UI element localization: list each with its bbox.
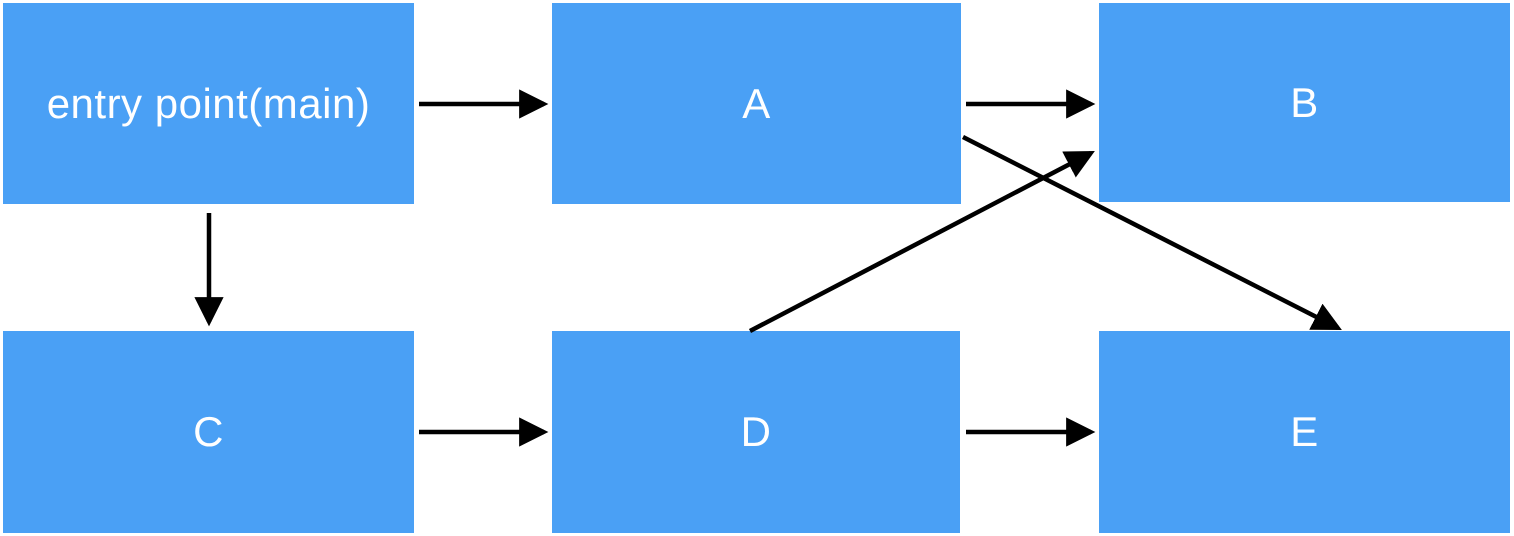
node-label-a: A: [742, 79, 771, 127]
node-label-entry: entry point(main): [46, 79, 371, 127]
node-d[interactable]: D: [552, 331, 960, 533]
node-b[interactable]: B: [1099, 3, 1510, 202]
node-entry-point-main[interactable]: entry point(main): [3, 3, 414, 204]
node-label-e: E: [1290, 408, 1319, 455]
node-label-c: C: [193, 408, 224, 455]
node-c[interactable]: C: [3, 331, 414, 533]
node-e[interactable]: E: [1099, 331, 1510, 533]
node-a[interactable]: A: [552, 3, 961, 204]
node-label-b: B: [1290, 78, 1319, 126]
node-label-d: D: [740, 408, 772, 455]
